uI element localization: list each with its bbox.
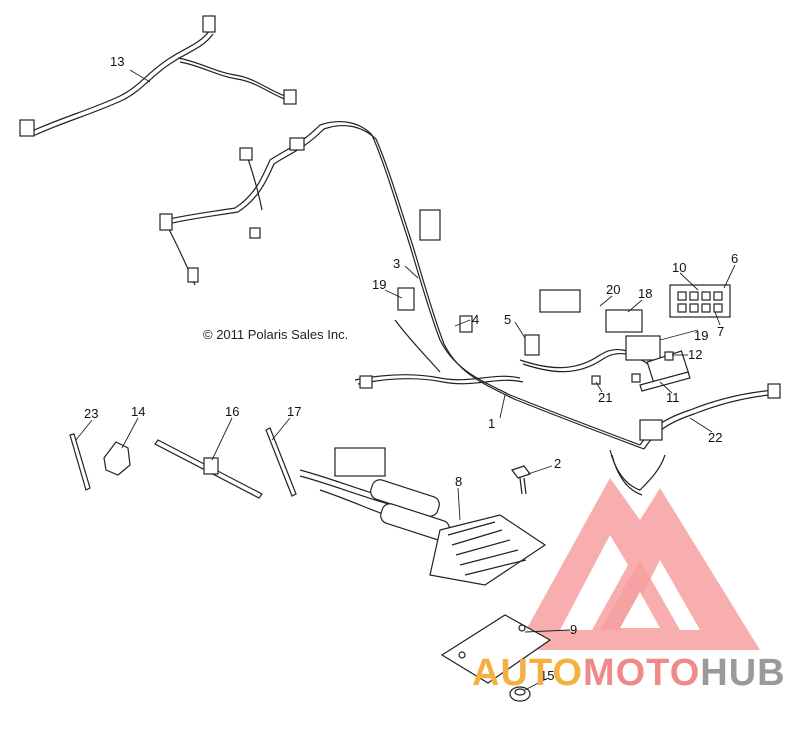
watermark-auto: AUTO	[472, 652, 583, 694]
callout-2: 2	[554, 456, 561, 471]
bracket-9	[440, 614, 552, 684]
watermark-text: AUTOMOTOHUB	[472, 652, 786, 694]
small-fasteners	[591, 351, 691, 392]
callout-4: 4	[472, 312, 479, 327]
callout-10: 10	[672, 260, 686, 275]
callout-labels: 13 1 2 3 4 5 6 7 8 9 10 11 12 14 15 16 1…	[84, 54, 738, 683]
harness-13	[19, 15, 297, 137]
callout-9: 9	[570, 622, 577, 637]
callout-7: 7	[717, 324, 724, 339]
callout-21: 21	[598, 390, 612, 405]
callout-16: 16	[225, 404, 239, 419]
main-harness-1	[159, 121, 781, 496]
callout-19b: 19	[694, 328, 708, 343]
tie-strap-23	[69, 433, 91, 491]
leader-lines	[75, 69, 736, 691]
callout-14: 14	[131, 404, 145, 419]
callout-13: 13	[110, 54, 124, 69]
callout-8: 8	[455, 474, 462, 489]
clip-14	[103, 441, 131, 476]
nut-15	[509, 686, 531, 702]
callout-23: 23	[84, 406, 98, 421]
callout-18: 18	[638, 286, 652, 301]
tie-strap-17	[265, 427, 297, 497]
callout-1: 1	[488, 416, 495, 431]
copyright-text: © 2011 Polaris Sales Inc.	[203, 327, 348, 342]
callout-3: 3	[393, 256, 400, 271]
callout-12: 12	[688, 347, 702, 362]
callout-17: 17	[287, 404, 301, 419]
callout-19a: 19	[372, 277, 386, 292]
bolt-2	[511, 465, 531, 495]
callout-20: 20	[606, 282, 620, 297]
callout-5: 5	[504, 312, 511, 327]
fuse-box	[605, 284, 731, 386]
regulator-8	[299, 447, 547, 586]
callout-6: 6	[731, 251, 738, 266]
callout-11: 11	[666, 390, 680, 405]
watermark-moto: MOTO	[583, 652, 700, 694]
callout-22: 22	[708, 430, 722, 445]
watermark-hub: HUB	[700, 652, 785, 694]
tie-strap-16	[154, 439, 263, 499]
callout-15: 15	[540, 668, 554, 683]
watermark-logo-icon	[515, 478, 760, 650]
